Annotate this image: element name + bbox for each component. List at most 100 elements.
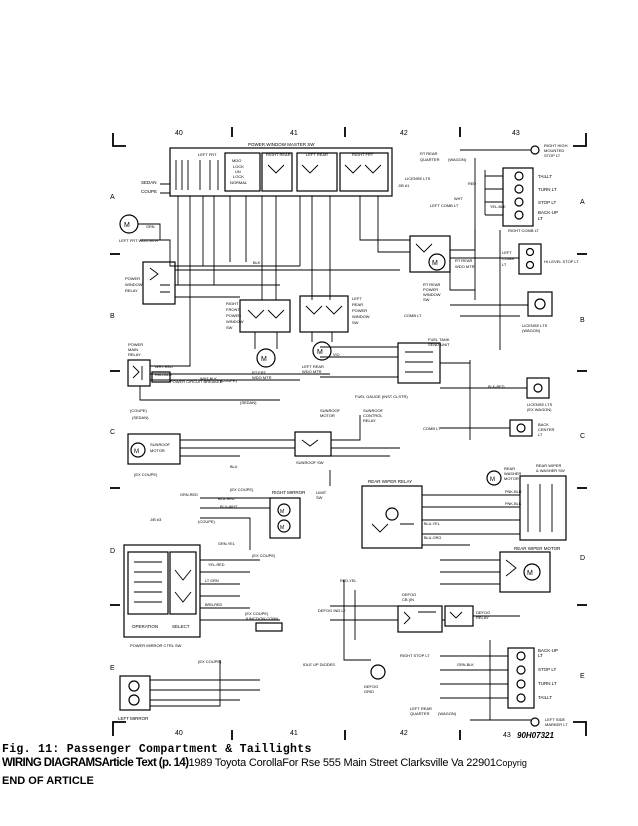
sedan-paren-2: (SEDAN) <box>132 415 149 420</box>
turn-lt-label: TURN LT <box>538 187 557 192</box>
master-pos-right-frt: RIGHT FRT <box>352 152 374 157</box>
rt-rear-quarter-l1: RT REAR <box>420 151 438 156</box>
motor-m-4: M <box>432 260 438 267</box>
sunroof-ctrl-l3: RELAY <box>363 418 376 423</box>
left-side-marker-l2: MARKER LT <box>545 722 568 727</box>
back-center-lt-l1: BACK <box>538 422 549 427</box>
wire-tag-14: BLU-ORG <box>424 536 441 540</box>
grid-labels: 40 41 42 43 40 41 42 43 A B C D E A B C … <box>110 130 585 739</box>
figure-caption: Fig. 11: Passenger Compartment & Taillig… <box>2 743 312 756</box>
lr-sw-l2: REAR <box>352 302 363 307</box>
power-window-relay: POWER WINDOW RELAY <box>125 261 400 305</box>
rear-wiper-motor: M REAR WIPER MOTOR <box>440 546 561 593</box>
right-comb-lt-label: RIGHT COMB LT <box>508 228 540 233</box>
rear-washer-l3: MOTOR <box>504 476 519 481</box>
fuel-gauge-label: FUEL GAUGE (INST CLSTR) <box>355 394 408 399</box>
left-mirror: LEFT MIRROR (EX COUPE) <box>118 659 260 721</box>
rf-sw-l3: POWER <box>226 313 241 318</box>
master-switch-wires <box>140 196 410 300</box>
sedan-label: SEDAN <box>141 180 157 185</box>
fuel-tank-sender-l1: FUEL TANK <box>428 337 450 342</box>
right-mirror-label: RIGHT MIRROR <box>272 490 306 495</box>
master-pos-right-rear: RIGHT REAR <box>266 152 291 157</box>
wire-tag-23: BLK-RED <box>488 385 505 389</box>
left-comb-lt-tail: LEFT COMB LT <box>430 203 459 208</box>
back-center-lt-l3: LT <box>538 432 543 437</box>
row-label-d: D <box>110 548 115 555</box>
wire-tag-15: PNK-BLU <box>505 490 522 494</box>
footer-copyright: Copyrig <box>495 758 527 768</box>
motor-m-3: M <box>317 349 323 356</box>
sunroof-ctrl-l2: CONTROL <box>363 413 383 418</box>
lock-label-3: UN <box>235 169 241 174</box>
rf-sw-l2: FRONT <box>226 307 240 312</box>
sunroof-motor-l2: MOTOR <box>320 413 335 418</box>
rt-rear-wdo-mtr-l2: WDO MTR <box>455 264 475 269</box>
select-label: SELECT <box>172 624 190 629</box>
coupe-paren-2: (COUPE) <box>130 408 148 413</box>
fuel-system: FUEL TANK SEND UNIT FUEL GAUGE (INST CLS… <box>320 337 470 399</box>
defog-relay-l2: RELAY <box>476 615 489 620</box>
left-frt-wdo-mtr-label: LEFT FRT WDO MTR <box>119 238 158 243</box>
left-comb-lt-l1: LEFT <box>502 250 512 255</box>
footer-source: 1989 Toyota CorollaFor Rse 555 Main Stre… <box>188 757 496 769</box>
crop-marks <box>112 133 587 736</box>
rear-washer-l2: WASHER <box>504 471 522 476</box>
back-up-lt-left-l1: BACK-UP <box>538 648 558 653</box>
back-up-lt-left-l2: LT <box>538 653 543 658</box>
pw-relay-l2: WINDOW <box>125 282 143 287</box>
limit-sw-l2: SW <box>316 495 323 500</box>
license-and-back-center: LICENSE LTS (EX WAGON) BACK CENTER LT CO… <box>423 360 555 440</box>
license-lts-ex-wagon-l1: LICENSE LTS <box>527 402 553 407</box>
lock-label-5: NORMAL <box>230 180 248 185</box>
wire-tag-16: PNK-BLK <box>505 502 522 506</box>
jb1-pin-c2: J/B #1 <box>398 183 410 188</box>
grid-ticks <box>110 127 587 740</box>
wire-tag-24: GRN-BLK <box>457 663 474 667</box>
motor-m-6: M <box>490 477 495 483</box>
defog-grid-l1: DEFOG <box>364 684 378 689</box>
left-rear-wdo-mtr-l2: WDO MTR <box>302 369 322 374</box>
taillight-cluster-right: RT REAR QUARTER (WAGON) TAILLT TURN LT S… <box>398 143 568 300</box>
license-lts-right: LICENSE LTS <box>405 176 431 181</box>
wire-tag-4: RED-BLU <box>155 373 172 377</box>
jb3-label: J/B #3 <box>150 517 162 522</box>
rf-sw-l1: RIGHT <box>226 301 239 306</box>
wire-tag-12: YEL-RED <box>208 563 225 567</box>
column-label-41: 41 <box>290 130 298 137</box>
pmr-l3: RELAY <box>128 352 141 357</box>
footer-line: WIRING DIAGRAMSArticle Text (p. 14)1989 … <box>2 757 638 769</box>
sedan-paren-1: (SEDAN) <box>240 400 257 405</box>
back-center-lt-l2: CENTER <box>538 427 555 432</box>
lr-sw-l5: SW <box>352 320 359 325</box>
pw-relay-l1: POWER <box>125 276 140 281</box>
rw-sw-l1: REAR WIPER <box>536 463 561 468</box>
rear-wiper-relay-label: REAR WIPER RELAY <box>368 479 412 484</box>
row-label-b-right: B <box>580 317 585 324</box>
pmr-l2: MAIN <box>128 347 138 352</box>
right-stop-lt-label: RIGHT STOP LT <box>400 653 430 658</box>
footer-title: WIRING DIAGRAMSArticle Text (p. 14) <box>2 757 189 769</box>
wire-tag-2: WHT-BLK <box>200 377 217 381</box>
motor-m-5: M <box>134 449 139 455</box>
left-rear-quarter-l1: LEFT REAR <box>410 706 432 711</box>
license-lts-wagon-l1: LICENSE LTS <box>522 323 548 328</box>
wire-tag-19: RED <box>468 182 476 186</box>
motor-m-8: M <box>280 509 284 515</box>
defog-ind-lt-label: DEFOG IND LT <box>318 608 346 613</box>
power-main-relay: POWER MAIN RELAY POWER CIRCUIT BREAKER (… <box>127 300 330 420</box>
rear-washer-l1: REAR <box>504 466 515 471</box>
sunroof-system: SUNROOF MOTOR SUNROOF CONTROL RELAY SUNR… <box>127 408 400 500</box>
row-label-b: B <box>110 313 115 320</box>
column-label-42-bottom: 42 <box>400 730 408 737</box>
row-label-e-right: E <box>580 673 585 680</box>
wire-tag-17: BLK <box>253 261 261 265</box>
rt-rear-sw-l1: RT REAR <box>423 282 441 287</box>
power-cb-label: POWER CIRCUIT BREAKER <box>170 379 223 384</box>
limit-sw-l1: LIMIT <box>316 490 327 495</box>
ex-coupe-2: (EX COUPE) <box>230 487 254 492</box>
right-front-window-switch: RIGHT FRONT POWER WINDOW SW M RT FRT WDO… <box>226 299 291 380</box>
rt-frt-wdo-mtr-l1: RT FRT <box>252 370 267 375</box>
pmr-l1: POWER <box>128 342 143 347</box>
wire-tag-3: WHT-RED <box>155 365 173 369</box>
